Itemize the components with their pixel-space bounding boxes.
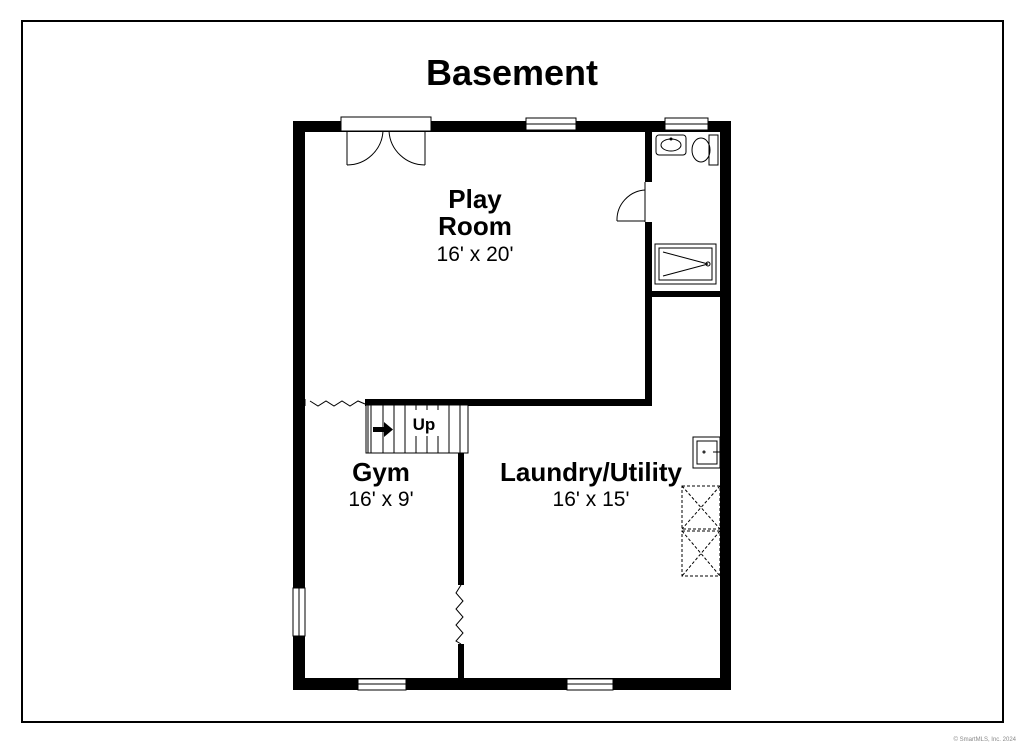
interior-walls [365,132,720,680]
stairs-label: Up [413,415,436,434]
bifold-door-gym-icon [455,584,464,645]
windows [292,117,709,691]
bifold-door-icon [304,399,366,407]
sink-icon [655,134,687,156]
room-name-play-line1: Play [448,184,502,214]
dryer-icon [681,530,721,577]
room-name-gym: Gym [352,457,410,487]
copyright-text: © SmartMLS, Inc. 2024 [954,736,1017,743]
room-dimensions-play: 16' x 20' [437,243,514,266]
french-door-icon [340,116,432,166]
swing-door-icon [616,182,652,222]
room-dimensions-laundry: 16' x 15' [553,488,630,511]
utility-sink-icon [692,436,721,469]
room-name-play-line2: Room [438,211,512,241]
shower-icon [654,243,717,285]
plan-title: Basement [426,52,598,93]
toilet-icon [691,134,719,166]
room-dimensions-gym: 16' x 9' [348,488,413,511]
right-arrow-icon [373,422,393,437]
room-name-laundry: Laundry/Utility [500,457,683,487]
page-frame [21,20,1004,723]
washer-icon [681,485,721,530]
